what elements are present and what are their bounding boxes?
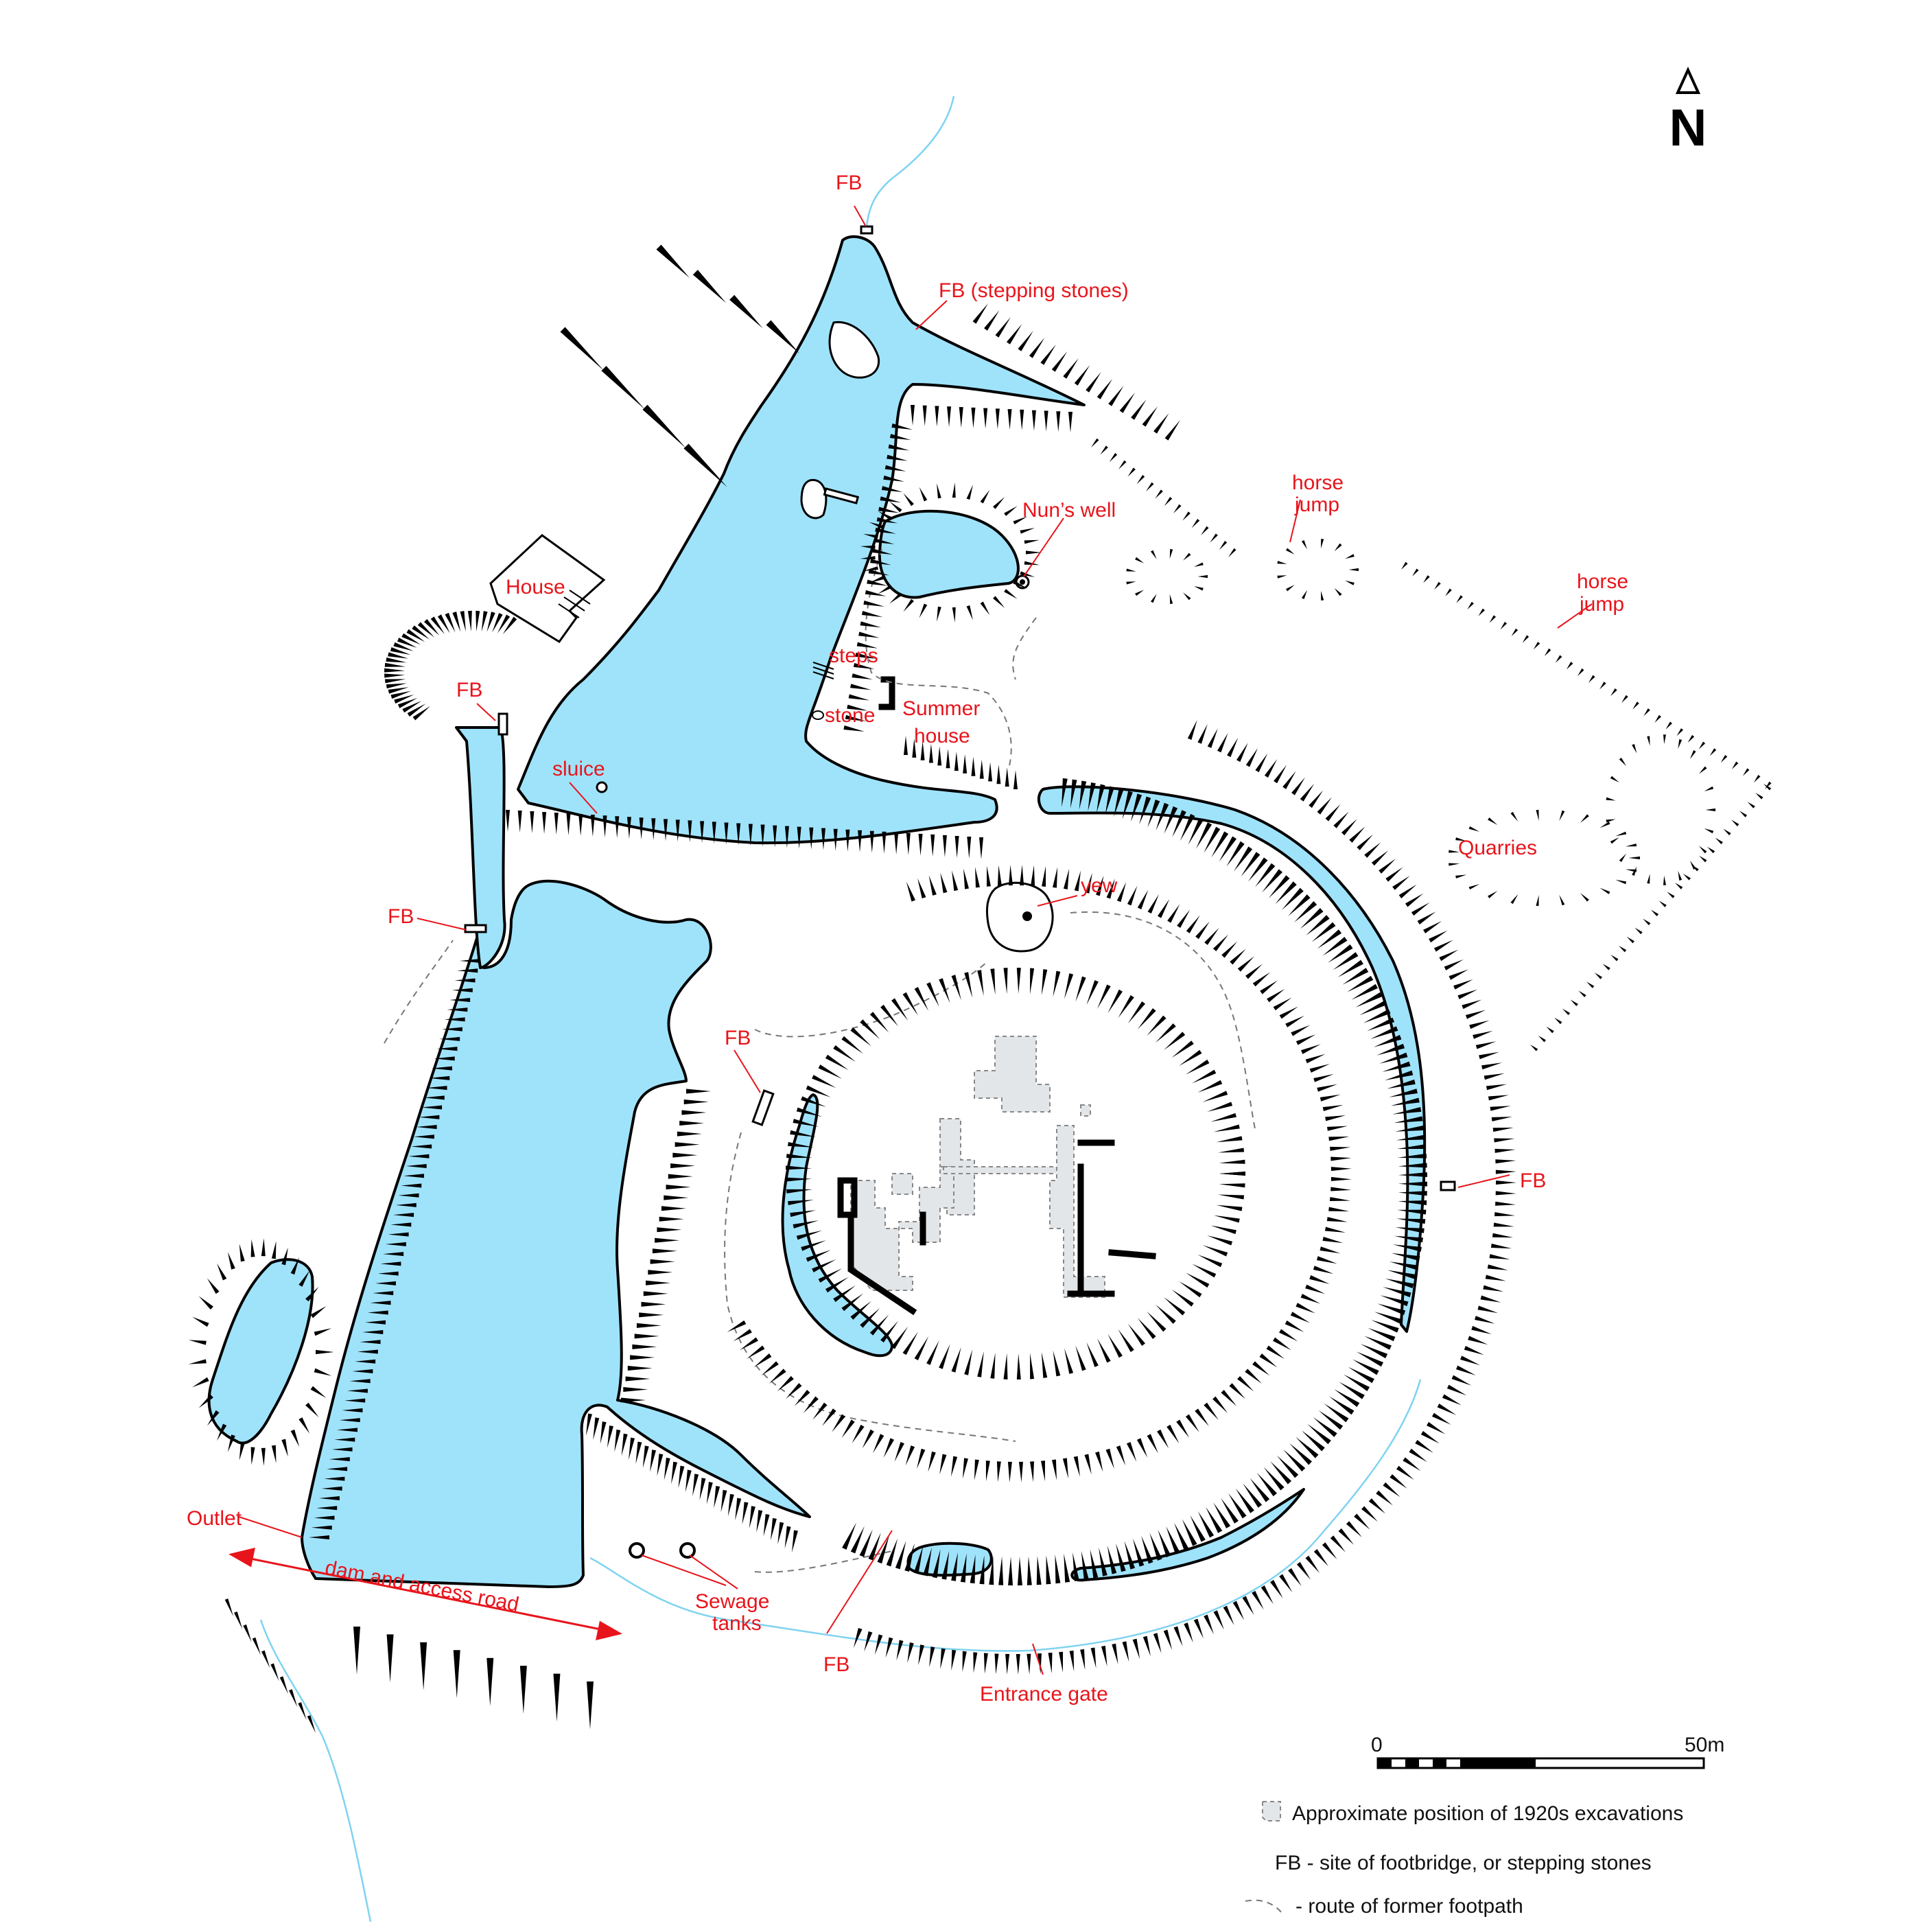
- legend-excavation-swatch: [1262, 1801, 1281, 1822]
- lower-lake: [301, 879, 811, 1588]
- label-nuns-well: Nun’s well: [1022, 499, 1116, 522]
- nuns-well-dot: [1020, 579, 1025, 585]
- label-summer-house-a: Summer: [902, 697, 980, 720]
- label-fb-house: FB: [456, 679, 482, 701]
- label-fb-mid: FB: [725, 1027, 751, 1049]
- outer-moat-south: [1070, 1488, 1305, 1582]
- label-fb-south: FB: [823, 1653, 849, 1676]
- west-pond: [207, 1258, 314, 1445]
- label-quarries: Quarries: [1458, 837, 1537, 859]
- label-steps: steps: [829, 644, 878, 667]
- legend-footpath-swatch: [1245, 1899, 1284, 1916]
- label-horse-jump-1b: jump: [1294, 493, 1339, 516]
- north-arrow-icon: [1675, 67, 1701, 94]
- sewage-tank-2: [679, 1542, 696, 1559]
- legend: Approximate position of 1920s excavation…: [1245, 1801, 1683, 1918]
- label-horse-jump-1a: horse: [1292, 472, 1344, 494]
- label-yew: yew: [1081, 874, 1118, 897]
- inner-moat-west: [781, 1093, 893, 1358]
- excavation-areas: [850, 1036, 1105, 1298]
- label-summer-house-b: house: [914, 725, 970, 747]
- upper-lake: [517, 235, 1086, 845]
- label-fb-stepping-stones: FB (stepping stones): [939, 279, 1129, 302]
- house-outline: [489, 534, 606, 644]
- label-sluice: sluice: [552, 758, 605, 780]
- outer-moat-east: [1037, 785, 1427, 1333]
- footbridge-markers: [464, 225, 1456, 1191]
- sluice-marker: [596, 781, 608, 793]
- stone-marker: [812, 710, 824, 720]
- upper-lake-island-1: [828, 321, 880, 379]
- scale-bar: 0 50m: [1371, 1734, 1724, 1769]
- nuns-well-pond: [878, 509, 1020, 599]
- legend-excavations: Approximate position of 1920s excavation…: [1292, 1802, 1683, 1825]
- upper-lake-island-2: [800, 478, 828, 520]
- stream-north: [865, 95, 955, 233]
- legend-footbridge: FB - site of footbridge, or stepping sto…: [1275, 1852, 1652, 1874]
- label-horse-jump-2b: jump: [1579, 593, 1624, 616]
- label-outlet: Outlet: [187, 1507, 242, 1530]
- label-sewage-b: tanks: [712, 1612, 762, 1635]
- steps-marker: [812, 662, 834, 679]
- legend-footpath: - route of former footpath: [1296, 1895, 1523, 1918]
- stream-southwest: [259, 1619, 372, 1922]
- castle-walls: [837, 1139, 1156, 1316]
- label-horse-jump-2a: horse: [1577, 570, 1628, 593]
- label-house: House: [506, 576, 565, 598]
- earthwork-hachures: [188, 244, 1772, 1733]
- sewage-tank-1: [629, 1542, 645, 1559]
- label-entrance-gate: Entrance gate: [980, 1683, 1108, 1706]
- dam-arrow: [228, 1547, 623, 1641]
- label-fb-east: FB: [1520, 1169, 1546, 1192]
- stream-southeast: [589, 1379, 1422, 1652]
- outlet-channel: [455, 726, 506, 969]
- former-footpath: [384, 548, 1256, 1573]
- scale-end: 50m: [1685, 1734, 1724, 1756]
- label-leaders: [238, 205, 1593, 1675]
- north-letter: N: [1669, 99, 1707, 157]
- label-stone: stone: [825, 704, 875, 727]
- scale-start: 0: [1371, 1734, 1383, 1756]
- north-arrow: N: [1669, 67, 1707, 157]
- summer-house: [878, 676, 895, 710]
- label-sewage-a: Sewage: [695, 1590, 769, 1613]
- label-fb-top: FB: [836, 172, 862, 194]
- yew-tree: [985, 881, 1054, 953]
- yew-dot: [1022, 911, 1032, 921]
- label-fb-west: FB: [388, 905, 414, 928]
